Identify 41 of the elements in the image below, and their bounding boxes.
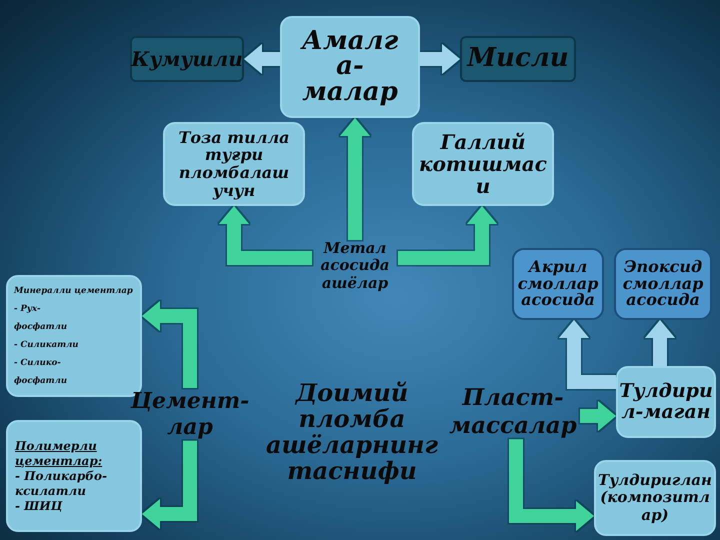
- category-label: Эпоксид смоллар асосида: [622, 258, 704, 310]
- category-box: [130, 36, 244, 82]
- category-heading: Цемент- лар: [122, 388, 258, 441]
- category-box: [6, 420, 142, 532]
- list-heading: Минералли цементлар: [14, 285, 133, 298]
- category-label: Акрил смоллар асосида: [516, 258, 600, 310]
- block-arrow: [559, 320, 616, 389]
- category-heading: Метал асосида ашёлар: [312, 240, 398, 292]
- category-label: Тулдири л-маган: [618, 381, 714, 423]
- category-label: Амалг а- малар: [300, 28, 400, 106]
- list-item: - Силикатли: [14, 339, 80, 352]
- list-item: - Силико- фосфатли: [14, 357, 68, 388]
- category-box: [280, 16, 420, 118]
- block-arrow: [219, 206, 312, 265]
- block-arrow: [142, 440, 197, 529]
- category-box: [412, 122, 554, 206]
- category-box: [594, 460, 716, 536]
- category-heading: Пласт- массалар: [446, 384, 580, 440]
- block-arrow: [420, 44, 460, 74]
- category-box: [614, 248, 712, 320]
- category-label: Кумушли: [131, 48, 243, 70]
- category-label: Мисли: [467, 45, 569, 73]
- block-arrow: [142, 301, 197, 388]
- category-box: [460, 36, 576, 82]
- list-heading: Полимерли цементлар:: [15, 438, 104, 468]
- block-arrow: [580, 401, 616, 431]
- block-arrow: [398, 206, 497, 265]
- diagram-title: Доимий пломба ашёларнинг таснифи: [264, 380, 440, 484]
- block-arrow: [509, 439, 594, 531]
- block-arrow: [645, 320, 675, 366]
- category-box: [512, 248, 604, 320]
- category-label: Галлий котишмас и: [418, 131, 548, 197]
- category-label: Тулдириглан (композитл ар): [598, 472, 712, 524]
- block-arrow: [340, 118, 370, 240]
- category-box: [163, 122, 305, 206]
- list-item: - Поликарбо- ксилатли: [15, 468, 108, 498]
- category-box: [616, 366, 716, 438]
- list-item: - ШИЦ: [15, 498, 62, 514]
- category-label: Тоза тилла туғри пломбалаш учун: [177, 128, 291, 200]
- block-arrow: [244, 44, 280, 74]
- list-item: - Рух- фосфатли: [14, 303, 68, 334]
